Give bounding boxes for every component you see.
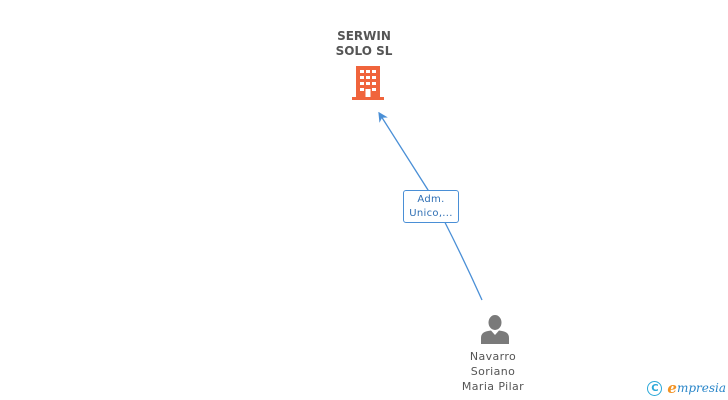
empresia-watermark: C e mpresia xyxy=(647,379,726,397)
person-name-label[interactable]: Navarro Soriano Maria Pilar xyxy=(443,349,543,394)
copyright-icon: C xyxy=(647,380,663,396)
company-name-label[interactable]: SERWIN SOLO SL xyxy=(314,29,414,59)
company-name-line1: SERWIN xyxy=(337,29,391,43)
person-name-line1: Navarro xyxy=(469,350,517,363)
brand-name: mpresia xyxy=(676,381,726,395)
relation-label[interactable]: Adm. Unico,... xyxy=(403,190,459,223)
person-name-line3: Maria Pilar xyxy=(461,380,525,393)
company-name-line2: SOLO SL xyxy=(335,44,393,58)
building-icon[interactable] xyxy=(352,66,384,100)
person-name-line2: Soriano xyxy=(470,365,516,378)
person-icon[interactable] xyxy=(480,314,510,344)
relation-label-line1: Adm. xyxy=(417,194,445,205)
brand-initial: e xyxy=(667,379,677,397)
relation-label-line2: Unico,... xyxy=(409,208,453,219)
